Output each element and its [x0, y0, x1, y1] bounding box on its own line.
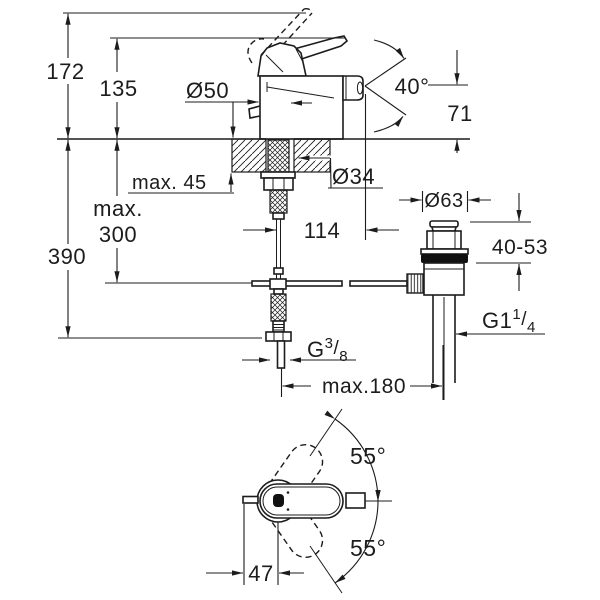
supply-thread-label: G3/8	[307, 335, 348, 365]
dim-swivel-lower-label: 55°	[350, 535, 386, 561]
faucet-top-view	[242, 408, 392, 594]
drain-body	[423, 262, 465, 296]
rod-connector-knob	[406, 273, 424, 294]
dim-flange-diameter-label: Ø63	[424, 190, 463, 212]
dim-max-deck-thickness-label: max. 45	[132, 172, 207, 194]
dim-spout-reach-label: 114	[304, 218, 341, 243]
flexible-hose	[270, 293, 287, 322]
mounting-nut	[263, 177, 294, 191]
dim-spout-height-label: 71	[447, 101, 472, 126]
handle-base	[257, 42, 307, 77]
mounting-deck	[57, 138, 470, 173]
shank-assembly	[251, 139, 408, 369]
faucet-body	[259, 75, 344, 140]
dim-body-height-label: 135	[99, 76, 137, 101]
pop-up-waste	[406, 220, 469, 400]
drain-thread-sup: 1	[512, 306, 521, 323]
outlet-tube-top	[242, 495, 259, 504]
side-nozzle	[248, 105, 261, 119]
dimension-labels: 172 135 Ø50 40° 71 max. 45 Ø34 max. 300 …	[46, 59, 548, 586]
spout	[342, 75, 364, 101]
dim-swivel-upper-label: 55°	[350, 443, 386, 469]
hose-thread-end	[276, 340, 286, 369]
supply-thread-slash: /	[333, 338, 339, 359]
supply-thread-sub: 8	[339, 348, 348, 365]
handle-top	[259, 483, 344, 519]
swivel-axis-upper	[309, 408, 343, 457]
faucet-side-view	[247, 7, 364, 140]
supply-thread-sup: 3	[325, 335, 334, 352]
rod-coupler	[269, 278, 287, 290]
aerator-top	[345, 492, 366, 509]
dim-spray-angle-label: 40°	[395, 74, 430, 99]
drain-tailpipe	[432, 295, 456, 383]
drain-thread-label: G11/4	[482, 306, 536, 336]
drain-flange	[420, 248, 469, 255]
dim-clamping-range-label: 40-53	[492, 236, 548, 259]
dim-max-distance-label: max.180	[322, 375, 406, 398]
swivel-arc-lower	[334, 489, 381, 584]
drain-thread-sub: 4	[527, 319, 536, 336]
dim-base-diameter-label: Ø50	[186, 78, 229, 103]
supply-thread-base: G	[307, 337, 325, 362]
drain-thread-slash: /	[521, 309, 527, 330]
drain-gasket	[421, 254, 468, 263]
dim-max-rod-depth-word: max.	[93, 196, 143, 221]
dim-hole-diameter-label: Ø34	[332, 164, 375, 189]
pop-up-rod	[276, 218, 281, 269]
dim-total-depth-label: 390	[48, 244, 86, 269]
dim-max-rod-depth-value: 300	[99, 222, 137, 247]
horizontal-rod-right	[349, 280, 408, 287]
lever-slot	[273, 494, 284, 507]
swivel-axis-lower	[309, 545, 343, 594]
washer	[260, 171, 296, 179]
threaded-shank	[267, 139, 290, 173]
hose-nut	[265, 331, 292, 342]
drain-plug-cap	[429, 220, 459, 228]
dimension-lines	[58, 12, 545, 585]
dim-outlet-offset-label: 47	[248, 561, 273, 586]
horizontal-rod-left	[251, 280, 343, 287]
aerator-outlet	[356, 81, 364, 95]
dim-total-height-label: 172	[46, 59, 84, 84]
drain-thread-base: G1	[482, 308, 512, 333]
